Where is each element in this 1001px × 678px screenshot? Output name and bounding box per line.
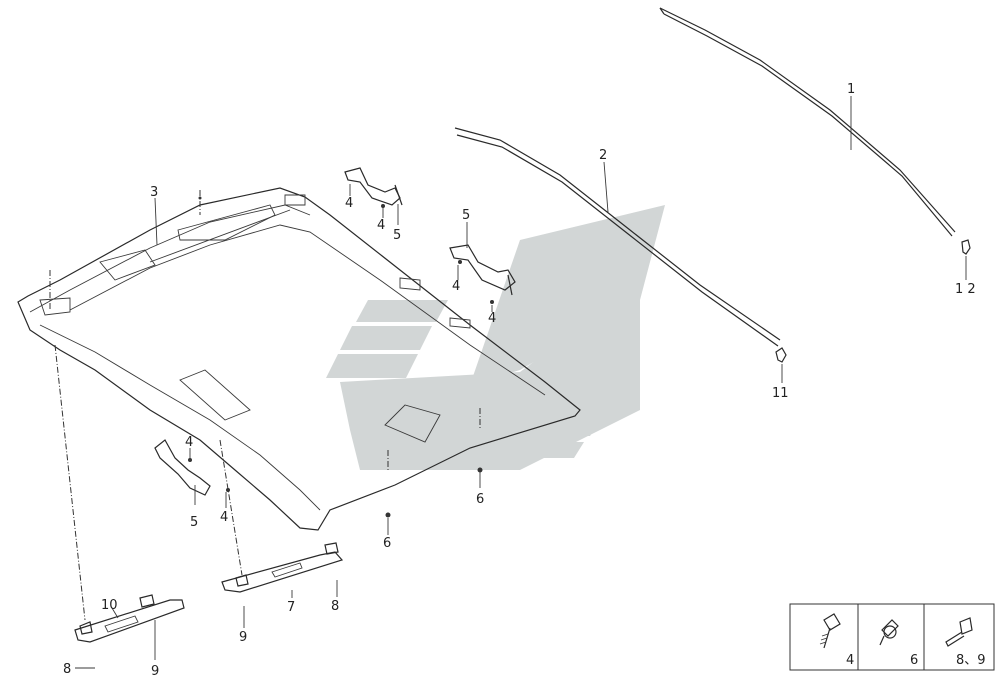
callout-12: 1 2 xyxy=(955,282,976,297)
callout-4b: 4 xyxy=(377,218,385,233)
roof-strip-1 xyxy=(659,7,956,237)
callout-2: 2 xyxy=(599,148,607,163)
sun-visor-10 xyxy=(74,594,185,643)
callout-4a: 4 xyxy=(345,196,353,211)
watermark-logo xyxy=(326,205,665,470)
callout-1: 1 xyxy=(847,82,855,97)
callout-7: 7 xyxy=(287,600,295,615)
callout-11: 11 xyxy=(772,386,789,401)
legend-cell-clip xyxy=(857,603,925,671)
fastener-legend: 4 6 8、9 xyxy=(789,603,995,671)
callout-labels: 1 2 3 4 4 5 5 4 4 4 5 4 6 6 7 8 9 10 8 9… xyxy=(63,82,976,678)
callout-6a: 6 xyxy=(383,536,391,551)
grab-handle-top xyxy=(344,167,403,206)
callout-9a: 9 xyxy=(239,630,247,645)
roof-strip-2 xyxy=(454,127,781,347)
legend-label-8-9: 8、9 xyxy=(956,653,986,668)
guide-lines xyxy=(49,190,481,621)
callout-10: 10 xyxy=(101,598,118,613)
callout-5a: 5 xyxy=(393,228,401,243)
legend-cell-rivet xyxy=(923,603,995,671)
grab-handle-middle xyxy=(449,244,516,296)
leader-lines xyxy=(75,96,967,669)
roof-headliner xyxy=(17,187,581,531)
legend-label-4: 4 xyxy=(846,653,854,668)
screw-icon xyxy=(819,613,841,649)
callout-8a: 8 xyxy=(331,599,339,614)
callout-4f: 4 xyxy=(220,510,228,525)
legend-label-6: 6 xyxy=(910,653,918,668)
callout-5c: 5 xyxy=(190,515,198,530)
callout-5b: 5 xyxy=(462,208,470,223)
rivet-icon xyxy=(945,617,973,647)
callout-4e: 4 xyxy=(185,435,193,450)
clip-icon xyxy=(879,619,899,646)
callout-3: 3 xyxy=(150,185,158,200)
callout-8b: 8 xyxy=(63,662,71,677)
sun-visor-7 xyxy=(221,542,344,593)
grab-handle-lower xyxy=(154,439,211,496)
callout-9b: 9 xyxy=(151,664,159,678)
callout-6b: 6 xyxy=(476,492,484,507)
callout-4d: 4 xyxy=(488,311,496,326)
clip-11 xyxy=(775,347,787,363)
callout-4c: 4 xyxy=(452,279,460,294)
clip-12 xyxy=(961,239,971,255)
